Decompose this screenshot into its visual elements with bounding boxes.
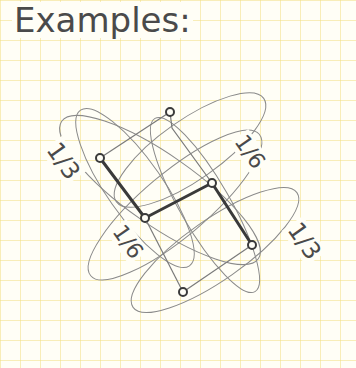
vertices: [96, 108, 256, 296]
light-edges: [100, 112, 252, 292]
hyperedge-ellipses: [42, 74, 314, 332]
heading: Examples:: [12, 2, 193, 38]
